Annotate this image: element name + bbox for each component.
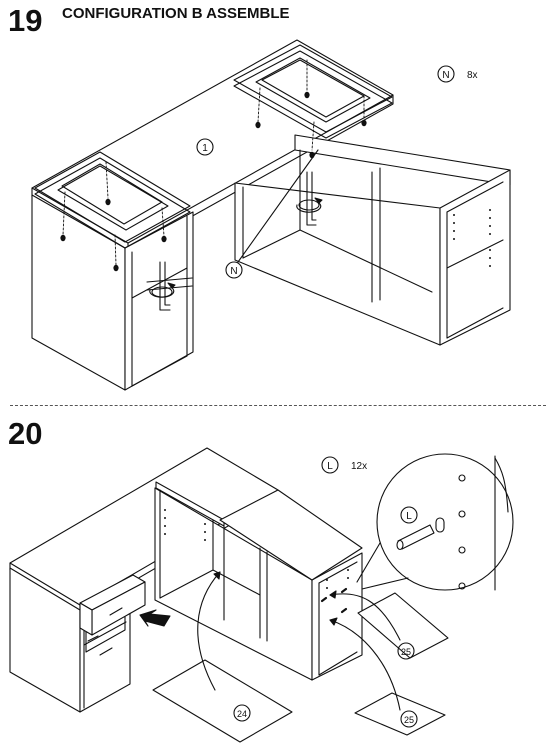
- step-20-number: 20: [8, 416, 43, 451]
- callout-line-n: [237, 149, 319, 263]
- part-n-circle: [225, 261, 243, 279]
- part-25-bottom-circle: [400, 710, 418, 728]
- part-25-top-label: 25: [401, 647, 411, 657]
- left-cabinet: [31, 194, 194, 391]
- shelf-unit: [154, 481, 363, 681]
- part-24-label: 24: [237, 709, 247, 719]
- hardware-n-quantity: 8x: [467, 70, 478, 81]
- step-20-diagram: [9, 447, 514, 743]
- part-1-circle: [196, 138, 214, 156]
- push-arrow: [139, 609, 171, 627]
- part-25-top-circle: [397, 642, 415, 660]
- mounting-frame-left: [34, 151, 191, 249]
- shelf-holes-step-20: [164, 509, 349, 589]
- detail-l-label: L: [406, 511, 412, 522]
- hardware-n-circle: [437, 65, 455, 83]
- part-25-bottom-label: 25: [404, 715, 414, 725]
- shelf-holes-right: [453, 209, 491, 267]
- right-cabinet: [234, 134, 511, 346]
- dowels-in-unit: [320, 587, 348, 614]
- guide-arrows: [197, 571, 401, 711]
- panel-24: [152, 659, 293, 743]
- part-1-label: 1: [202, 143, 208, 154]
- mounting-frame-right: [233, 44, 393, 139]
- hex-key-right: [296, 171, 323, 226]
- step-19-number: 19: [8, 3, 43, 38]
- screws-step-19: [60, 59, 367, 272]
- hardware-n-letter: N: [442, 70, 449, 81]
- hex-key-left: [146, 261, 193, 311]
- detail-magnifier: [356, 453, 514, 591]
- drawer-open: [79, 574, 146, 636]
- step-19-title: CONFIGURATION B ASSEMBLE: [62, 5, 290, 22]
- panel-25-top: [357, 592, 449, 659]
- dowel-detail: [396, 517, 445, 551]
- hardware-l-quantity: 12x: [351, 461, 367, 472]
- panel-25-bottom: [354, 692, 446, 736]
- part-n-label: N: [230, 266, 237, 277]
- step-divider: [10, 405, 546, 406]
- hardware-l-letter: L: [327, 461, 333, 472]
- part-24-circle: [233, 704, 251, 722]
- detail-l-circle: [400, 506, 418, 524]
- hardware-l-circle: [321, 456, 339, 474]
- step-19-diagram: [31, 39, 511, 391]
